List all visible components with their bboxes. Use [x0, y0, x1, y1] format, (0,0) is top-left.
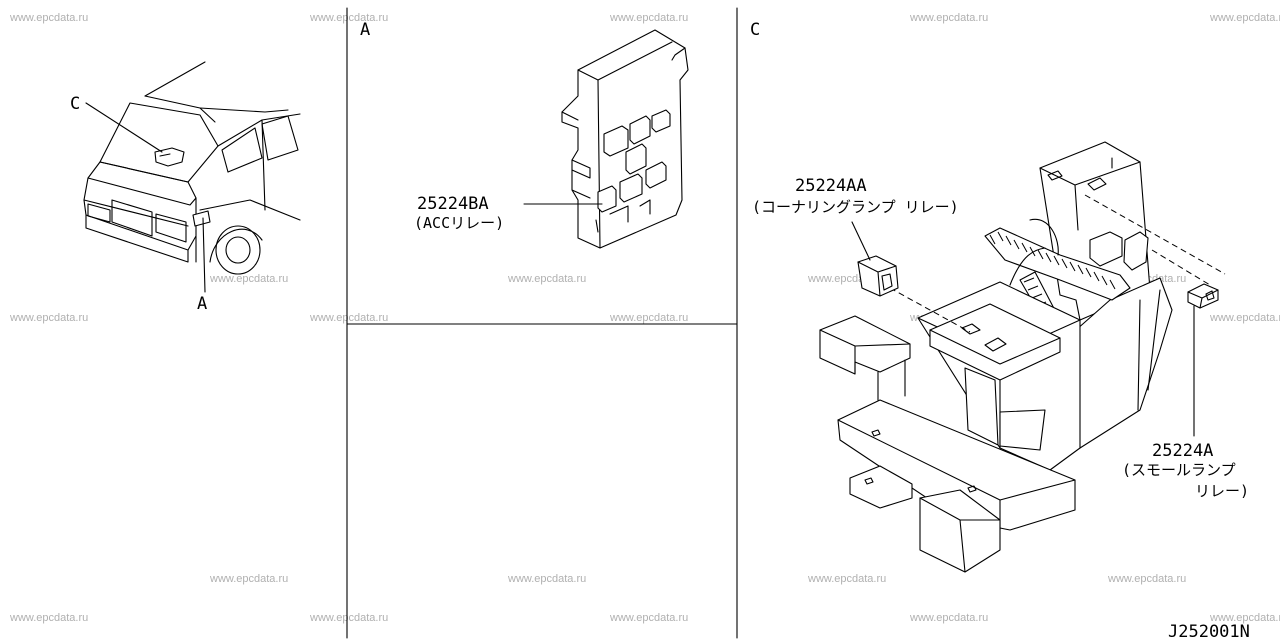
- watermark: www.epcdata.ru: [609, 612, 688, 624]
- diagram-code: J252001N: [1168, 622, 1250, 640]
- panel-dividers: [346, 7, 738, 639]
- part-number-25224aa: 25224AA: [795, 176, 867, 196]
- watermark: www.epcdata.ru: [1209, 612, 1280, 624]
- watermark: www.epcdata.ru: [609, 12, 688, 24]
- watermark: www.epcdata.ru: [507, 573, 586, 585]
- watermark: www.epcdata.ru: [1209, 12, 1280, 24]
- watermark: www.epcdata.ru: [9, 612, 88, 624]
- watermark: www.epcdata.ru: [1107, 573, 1186, 585]
- watermark: www.epcdata.ru: [309, 312, 388, 324]
- part-name-cornering-lamp-relay: (コーナリングランプ リレー): [752, 198, 959, 216]
- watermark: www.epcdata.ru: [209, 573, 288, 585]
- watermark: www.epcdata.ru: [909, 612, 988, 624]
- callout-c-label: C: [70, 94, 80, 114]
- watermark: www.epcdata.ru: [507, 273, 586, 285]
- bracket-assembly-illustration: [819, 141, 1226, 573]
- watermark: www.epcdata.ru: [9, 312, 88, 324]
- detail-a-panel: A 25224BA (ACCリレー): [360, 20, 689, 249]
- small-lamp-relay: [1187, 283, 1219, 309]
- detail-a-title: A: [360, 20, 370, 40]
- watermark: www.epcdata.ru: [1209, 312, 1280, 324]
- detail-c-title: C: [750, 20, 760, 40]
- part-number-25224ba: 25224BA: [417, 194, 489, 214]
- part-number-25224a: 25224A: [1152, 441, 1213, 461]
- part-name-acc-relay: (ACCリレー): [414, 214, 504, 232]
- watermark: www.epcdata.ru: [909, 12, 988, 24]
- watermark: www.epcdata.ru: [309, 612, 388, 624]
- watermark: www.epcdata.ru: [209, 273, 288, 285]
- watermark: www.epcdata.ru: [9, 12, 88, 24]
- detail-c-panel: C: [750, 20, 1249, 573]
- watermark: www.epcdata.ru: [807, 573, 886, 585]
- relay-block-illustration: [561, 29, 689, 249]
- part-name-small-lamp-relay-line2: リレー): [1195, 482, 1249, 500]
- vehicle-illustration: C A: [70, 61, 301, 314]
- callout-a-label: A: [197, 294, 207, 314]
- cornering-lamp-relay: [857, 255, 899, 297]
- watermark: www.epcdata.ru: [309, 12, 388, 24]
- watermark: www.epcdata.ru: [609, 312, 688, 324]
- part-name-small-lamp-relay-line1: (スモールランプ: [1122, 461, 1236, 479]
- leader-25224aa: [851, 221, 871, 261]
